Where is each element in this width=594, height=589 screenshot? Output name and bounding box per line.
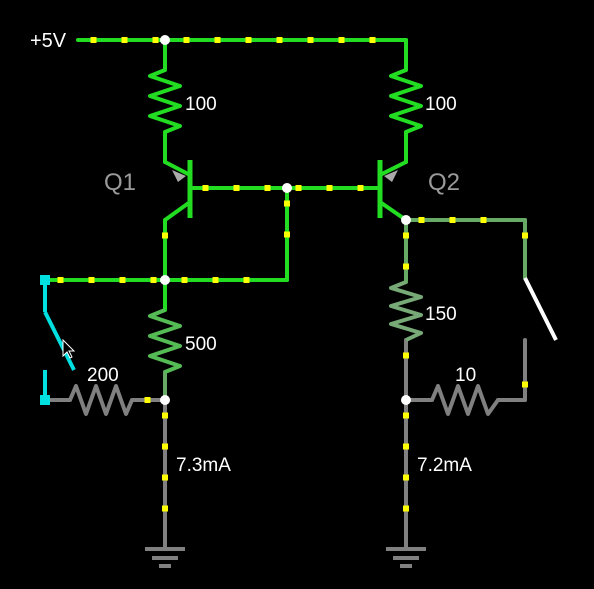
junction-nodes <box>160 35 411 405</box>
current-dot <box>150 277 157 283</box>
current-dot <box>284 200 290 207</box>
current-dot <box>144 397 151 403</box>
current-dot <box>162 412 168 419</box>
current-dot <box>162 474 168 481</box>
current-dot <box>403 474 409 481</box>
current-dot <box>284 231 290 238</box>
current-dot <box>326 185 333 191</box>
current-dot <box>181 277 188 283</box>
current-dot <box>57 277 64 283</box>
current-left-label: 7.3mA <box>176 455 231 476</box>
current-dots <box>57 37 528 512</box>
resistor-r200[interactable] <box>68 384 134 416</box>
switch-right[interactable] <box>523 277 558 341</box>
current-dot <box>338 37 345 43</box>
current-dot <box>162 505 168 512</box>
transistor-q1-label: Q1 <box>104 169 136 196</box>
resistor-right-load-label: 10 <box>455 365 476 386</box>
junction-node <box>160 35 170 45</box>
mouse-cursor-icon <box>62 338 76 359</box>
current-dot <box>119 277 126 283</box>
resistor-left-load-label: 200 <box>87 365 119 386</box>
current-dot <box>90 37 97 43</box>
current-dot <box>214 37 221 43</box>
resistor-r500[interactable] <box>148 308 182 374</box>
resistor-r10[interactable] <box>430 384 500 416</box>
transistor-q1[interactable] <box>172 160 193 218</box>
current-dot <box>183 37 190 43</box>
junction-node <box>160 395 170 405</box>
current-right-label: 7.2mA <box>417 455 472 476</box>
switch-left[interactable] <box>40 275 76 405</box>
current-dot <box>88 277 95 283</box>
ground-left-icon <box>145 547 185 568</box>
current-dot <box>522 232 528 239</box>
resistor-q1-collector-label: 500 <box>185 334 217 355</box>
resistor-r100-right[interactable] <box>389 68 423 134</box>
current-dot <box>276 37 283 43</box>
current-dot <box>152 37 159 43</box>
current-dot <box>307 37 314 43</box>
ground-right-icon <box>386 547 426 568</box>
resistor-q2-collector-label: 150 <box>425 304 457 325</box>
resistor-r150[interactable] <box>389 280 423 342</box>
current-dot <box>212 277 219 283</box>
current-dot <box>162 232 168 239</box>
current-dot <box>403 412 409 419</box>
current-dot <box>522 381 528 388</box>
current-dot <box>121 37 128 43</box>
junction-node <box>401 215 411 225</box>
current-dot <box>357 185 364 191</box>
supply-label: +5V <box>30 30 67 52</box>
junction-node <box>160 275 170 285</box>
current-dot <box>403 263 409 270</box>
junction-node <box>401 395 411 405</box>
current-dot <box>403 352 409 359</box>
current-dot <box>233 185 240 191</box>
resistor-q1-emitter-label: 100 <box>185 94 217 115</box>
current-dot <box>202 185 209 191</box>
current-dot <box>403 232 409 239</box>
resistor-q2-emitter-label: 100 <box>425 94 457 115</box>
emitter-arrow-icon <box>384 170 398 182</box>
current-dot <box>403 505 409 512</box>
current-dot <box>480 217 487 223</box>
transistor-q2[interactable] <box>377 160 398 218</box>
resistor-r100-left[interactable] <box>148 68 182 134</box>
current-dot <box>295 185 302 191</box>
current-dot <box>449 217 456 223</box>
current-dot <box>162 443 168 450</box>
current-dot <box>243 277 250 283</box>
current-dot <box>418 217 425 223</box>
current-dot <box>369 37 376 43</box>
junction-node <box>282 183 292 193</box>
current-dot <box>264 185 271 191</box>
transistor-q2-label: Q2 <box>428 169 460 196</box>
right-branch-wires[interactable] <box>378 38 527 550</box>
current-dot <box>245 37 252 43</box>
current-dot <box>403 443 409 450</box>
emitter-arrow-icon <box>172 170 186 182</box>
